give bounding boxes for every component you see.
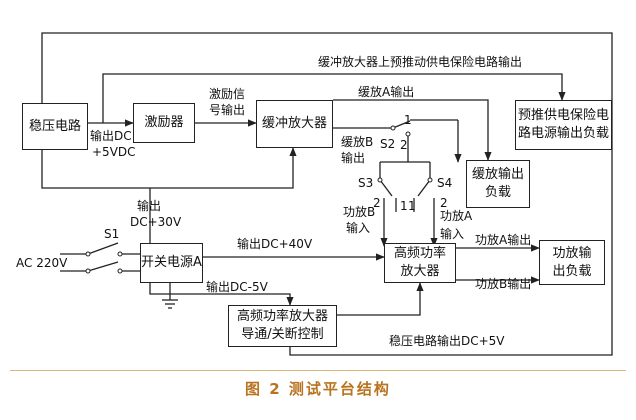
s2-pos1-label: 1 — [404, 113, 412, 127]
s3-lever — [379, 179, 393, 197]
dc5-label-2: +5VDC — [92, 145, 136, 159]
hf-amp-line1: 高频功率 — [393, 246, 446, 261]
exciter-signal-label-2: 号输出 — [209, 103, 246, 117]
pa-out-load-line1: 功放输 — [552, 245, 592, 261]
pa-b-out-label: 功放B输出 — [475, 277, 532, 291]
control-to-amp-line — [337, 282, 424, 316]
buffer-out-load-line1: 缓放输出 — [471, 167, 524, 182]
buffer-out-load-block: 缓放输出 负载 — [466, 160, 530, 208]
s3-pos1-label: 1 — [400, 199, 408, 213]
switch-psu-block: 开关电源A — [140, 243, 203, 283]
buffer-out-load-line2: 负载 — [484, 185, 511, 200]
prepush-load-block: 预推供电保险电 路电源输出负载 — [515, 100, 612, 150]
pa-out-load-block: 功放输 出负载 — [539, 240, 605, 285]
pa-a-in-label-2: 输入 — [440, 227, 465, 241]
dc5-label-1: 输出DC — [90, 129, 132, 143]
hf-control-block: 高频功率放大器 导通/关断控制 — [228, 305, 337, 347]
pa-b-in-label-2: 输入 — [346, 221, 371, 235]
hf-control-line1: 高频功率放大器 — [236, 309, 328, 324]
pa-a-in-label-1: 功放A — [440, 209, 473, 223]
s2-lever — [392, 120, 411, 129]
dc40-label: 输出DC+40V — [237, 237, 313, 251]
dc-neg5-line — [149, 283, 294, 306]
s3-label: S3 — [358, 176, 374, 190]
buffer-a-out-label: 缓放A输出 — [358, 85, 415, 99]
hf-amp-line2: 放大器 — [400, 264, 440, 279]
ac-input-label: AC 220V — [16, 256, 68, 270]
s4-lever — [417, 179, 431, 197]
s2-pos2-label: 2 — [400, 138, 408, 152]
s3-pos2-label: 2 — [373, 196, 381, 210]
s1-label: S1 — [104, 227, 120, 241]
s4-pos1-label: 1 — [408, 199, 416, 213]
hf-amp-block: 高频功率 放大器 — [384, 243, 456, 283]
pa-out-load-line2: 出负载 — [552, 263, 592, 279]
s2-label: S2 — [380, 137, 396, 151]
exciter-block: 激励器 — [133, 103, 195, 143]
dc30-label-2: DC+30V — [130, 215, 182, 229]
s4-pos2-label: 2 — [440, 196, 448, 210]
main-top-line — [41, 32, 613, 356]
buffer-a-output-line — [333, 99, 492, 161]
top-prepush-line — [102, 73, 566, 123]
top-line-label: 缓冲放大器上预推动供电保险电路输出 — [318, 55, 523, 69]
prepush-load-line1: 预推供电保险电 — [517, 108, 609, 123]
reg-out-dc5-label: 稳压电路输出DC+5V — [389, 334, 505, 348]
caption-divider — [10, 370, 626, 371]
dc30-line — [41, 147, 297, 189]
pa-b-in-label-1: 功放B — [343, 205, 376, 219]
pa-a-out-label: 功放A输出 — [475, 233, 532, 247]
prepush-load-line2: 路电源输出负载 — [517, 126, 609, 141]
exciter-signal-label-1: 激励信 — [209, 87, 246, 101]
buffer-amp-block: 缓冲放大器 — [256, 100, 333, 148]
regulator-block: 稳压电路 — [22, 103, 88, 150]
dc30-label-1: 输出 — [137, 199, 162, 213]
hf-control-line2: 导通/关断控制 — [241, 327, 324, 342]
dc-neg5-label: 输出DC-5V — [206, 280, 268, 294]
figure-caption: 图 2 测试平台结构 — [245, 380, 391, 398]
s4-label: S4 — [437, 176, 453, 190]
buffer-b-out-label-1: 缓放B — [341, 135, 374, 149]
buffer-b-out-label-2: 输出 — [341, 151, 366, 165]
